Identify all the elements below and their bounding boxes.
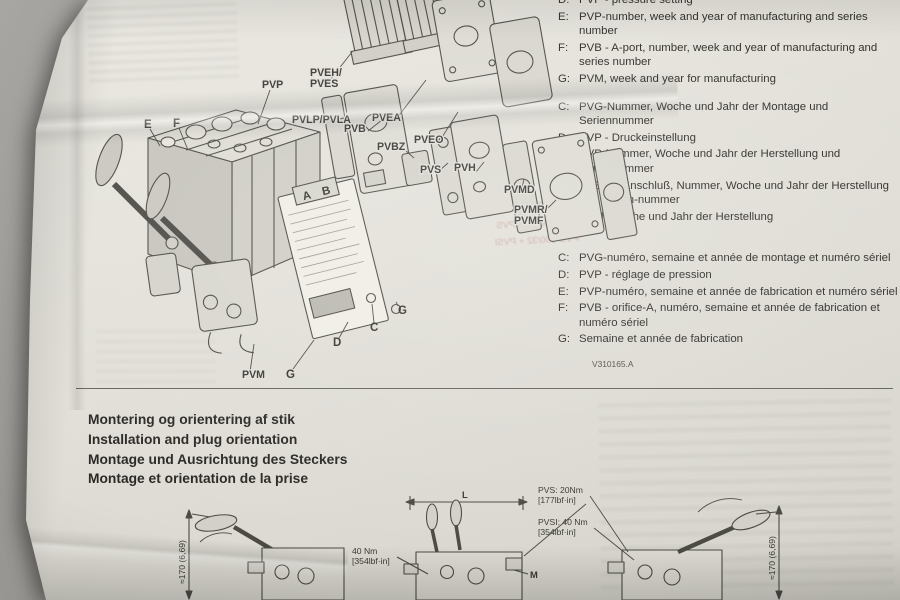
label-pvbz: PVBZ: [377, 141, 406, 153]
part-pvbz: [401, 149, 433, 187]
valve-right: [607, 498, 783, 600]
legend-key: G:: [558, 333, 571, 346]
torque-leaders: [523, 495, 635, 561]
label-pvp: PVP: [262, 79, 283, 91]
label-pvmd: PVMD: [504, 184, 535, 196]
label-pvea: PVEA: [372, 112, 401, 124]
legend-key: F:: [558, 302, 569, 315]
legend-item: D: PVP - pressure setting: [558, 0, 898, 8]
callout-g2: G: [398, 305, 407, 317]
pvm-section: [145, 252, 258, 354]
section-divider: [76, 388, 893, 390]
legend-text: PVP - réglage de pression: [579, 268, 712, 281]
label-pvmf: PVMF: [514, 215, 544, 227]
module-pvh: [450, 114, 515, 220]
label-pvb: PVB: [344, 123, 366, 135]
legend-text: PVM, week and year for manufacturing: [579, 72, 776, 85]
callout-d: D: [333, 337, 341, 349]
torque-40nm-lbf: [354lbf·in]: [352, 556, 390, 566]
torque-pvs: PVS: 20Nm: [538, 485, 583, 495]
control-lever: [95, 133, 179, 250]
heading-de: Montage und Ausrichtung des Steckers: [88, 451, 348, 467]
legend-key: C:: [558, 252, 570, 265]
legend-key: C:: [558, 100, 570, 113]
legend-item: C: PVG-numéro, semaine et année de montag…: [558, 251, 898, 266]
legend-item: C: PVG-Nummer, Woche und Jahr der Montage…: [558, 100, 898, 129]
legend-item: D: PVP - réglage de pression: [558, 268, 898, 283]
leader-lines: [149, 51, 557, 373]
dim-height-left: ≈170 (6,69): [177, 540, 187, 584]
installation-diagram: ≈170 (6,69) ≈170 (6,69) L M 40 Nm [354lb…: [177, 485, 783, 600]
torque-40nm: 40 Nm: [352, 546, 377, 556]
dim-l: L: [462, 489, 468, 500]
valve-left: [185, 509, 345, 600]
legend-key: D:: [558, 0, 570, 6]
legend-text: PVG-numéro, semaine et année de montage …: [579, 252, 891, 265]
label-pvmr: PVMR/: [514, 204, 548, 216]
callout-g: G: [286, 369, 295, 381]
legend-text: PVP - pressure setting: [579, 0, 693, 6]
heading-fr: Montage et orientation de la prise: [88, 471, 309, 487]
ab-tag: [291, 176, 340, 206]
callout-c: C: [370, 322, 378, 334]
label-pvh: PVH: [454, 162, 476, 174]
marker-circle: [365, 292, 377, 304]
end-plate: [592, 147, 638, 241]
label-pvm: PVM: [242, 369, 265, 381]
module-pvmr: [531, 131, 605, 242]
label-pveh: PVEH/: [310, 67, 342, 79]
label-pveo: PVEO: [414, 134, 443, 146]
label-pves: PVES: [310, 78, 338, 90]
legend-text: PVG-Nummer, Woche und Jahr der Montage u…: [579, 100, 829, 128]
legend-english: D: PVP - pressure setting E: PVP-number, w…: [558, 0, 898, 87]
legend-item: G: PVM, week and year for manufacturing: [558, 72, 898, 87]
drawing-ref: V310165.A: [592, 359, 634, 369]
id-sticker: [277, 178, 389, 340]
dim-m: M: [530, 569, 538, 580]
torque-pvsi: PVSI: 40 Nm: [538, 517, 588, 527]
legend-text: PVB - orifice-A, numéro, semaine et anné…: [579, 302, 880, 329]
module-pvb: [343, 84, 415, 194]
legend-item: F: PVB - A-port, number, week and year of…: [558, 41, 898, 70]
plate-pvlp: [321, 94, 356, 180]
legend-item: F: PVB - orifice-A, numéro, semaine et an…: [558, 301, 898, 330]
heading-da: Montering og orientering af stik: [88, 412, 295, 427]
port-label-b: B: [321, 185, 332, 199]
legend-key: E:: [558, 10, 569, 23]
torque-pvs-lbf: [177lbf·in]: [538, 495, 576, 505]
legend-text: PVP - Druckeinstellung: [579, 131, 696, 144]
heading-en: Installation and plug orientation: [88, 431, 298, 447]
label-pvs: PVS: [420, 164, 441, 176]
module-plate: [489, 16, 553, 108]
legend-text: PVP-number, week and year of manufacturi…: [579, 10, 868, 38]
torque-pvsi-lbf: [354lbf·in]: [538, 527, 576, 537]
marker-circle: [390, 303, 402, 315]
legend-item: E: PVP-number, week and year of manufactu…: [558, 10, 898, 39]
exploded-diagram: PVP PVEH/ PVES PVLP/PVLA PVB PVEA PVBZ P…: [95, 0, 638, 382]
valve-middle: [396, 496, 529, 600]
section-headings: Montering og orientering af stik Install…: [88, 410, 347, 489]
legend-text: PVB - A-port, number, week and year of m…: [579, 41, 878, 69]
legend-french: C: PVG-numéro, semaine et année de montag…: [558, 251, 898, 347]
legend-key: D:: [558, 268, 570, 281]
legend-text: Semaine et année de fabrication: [579, 333, 744, 346]
legend-item: E: PVP-numéro, semaine et année de fabric…: [558, 285, 898, 300]
callout-e: E: [144, 119, 152, 131]
legend-key: F:: [558, 41, 569, 54]
legend-column: D: PVP - pressure setting E: PVP-number, w…: [558, 0, 898, 360]
legend-key: E:: [558, 285, 569, 298]
port-label-a: A: [301, 189, 312, 203]
callout-f: F: [173, 118, 180, 130]
dim-height-right: ≈170 (6,69): [767, 536, 777, 580]
label-pvlp-pvla: PVLP/PVLA: [292, 114, 351, 126]
legend-item: G: Semaine et année de fabrication: [558, 332, 898, 347]
legend-text: PVP-numéro, semaine et année de fabricat…: [579, 285, 898, 298]
legend-key: G:: [558, 72, 571, 85]
